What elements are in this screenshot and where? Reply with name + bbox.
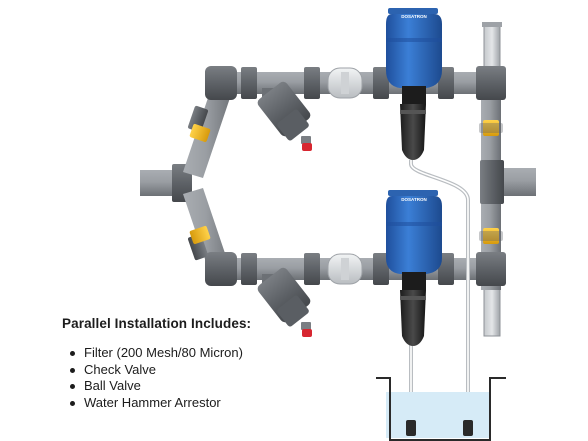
- inlet-manifold: [140, 66, 237, 286]
- union-fitting: [304, 253, 320, 285]
- suction-tube: [409, 160, 470, 422]
- injector-brand-label: DOSATRON: [401, 197, 426, 202]
- check-valve: [327, 253, 363, 285]
- union-fitting: [241, 253, 257, 285]
- dosatron-injector: [386, 8, 442, 160]
- union-fitting: [304, 67, 320, 99]
- components-caption: Parallel Installation Includes: Filter (…: [62, 316, 251, 411]
- strainer: [463, 420, 473, 436]
- union-fitting: [241, 67, 257, 99]
- injector-brand-label: DOSATRON: [401, 14, 426, 19]
- strainer: [406, 420, 416, 436]
- check-valve: [327, 67, 363, 99]
- list-item: Ball Valve: [70, 378, 251, 395]
- list-item: Filter (200 Mesh/80 Micron): [70, 345, 251, 362]
- union-fitting: [438, 67, 454, 99]
- dosatron-injector: [386, 190, 442, 346]
- list-item: Water Hammer Arrestor: [70, 395, 251, 412]
- components-list: Filter (200 Mesh/80 Micron) Check Valve …: [62, 345, 251, 411]
- caption-title: Parallel Installation Includes:: [62, 316, 252, 331]
- ball-valve: [479, 228, 503, 244]
- ball-valve: [189, 123, 211, 143]
- filter: [257, 267, 312, 337]
- union-fitting: [373, 253, 389, 285]
- flush-valve-red: [302, 143, 312, 151]
- list-item: Check Valve: [70, 362, 251, 379]
- union-fitting: [438, 253, 454, 285]
- filter: [257, 81, 312, 151]
- flush-valve-red: [302, 329, 312, 337]
- ball-valve: [189, 225, 211, 245]
- solution-tank: [376, 377, 506, 441]
- ball-valve: [479, 120, 503, 136]
- union-fitting: [373, 67, 389, 99]
